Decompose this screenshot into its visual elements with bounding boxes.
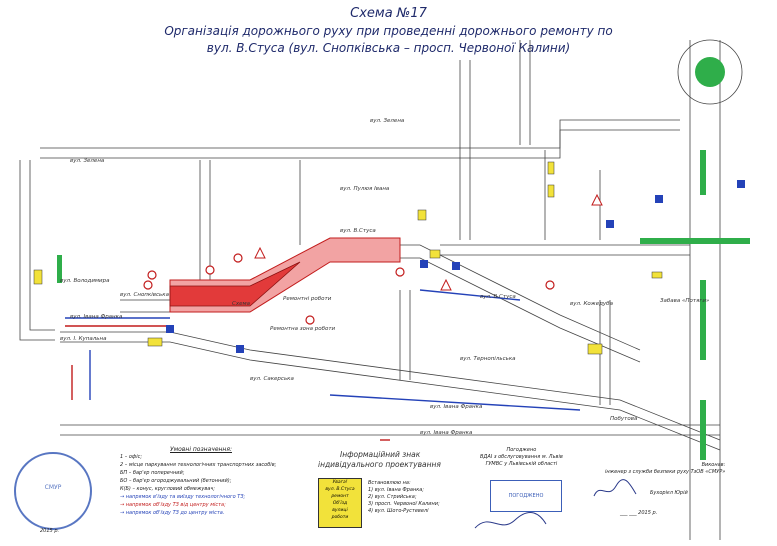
road-left-2	[29, 160, 55, 331]
repair-zone-dark	[169, 261, 301, 307]
sign-line: ремонт	[331, 494, 349, 499]
road-franka	[60, 331, 721, 441]
road-zelena	[40, 119, 680, 149]
label-repair: Ремонтні роботи	[283, 296, 332, 302]
road-zelena-2	[40, 129, 680, 159]
executor-date: ___ ___ 2015 р.	[620, 510, 658, 516]
roundabout-outer	[677, 39, 743, 105]
approval-stamp-text: ПОГОДЖЕНО	[508, 493, 544, 499]
approval-stamp: ПОГОДЖЕНО	[490, 480, 562, 512]
legend-item: 2 – місце паркування технологічних транс…	[120, 462, 277, 468]
sign-line: вулиці	[332, 508, 348, 513]
legend-heading: Умовні позначення:	[170, 446, 232, 453]
info-place: 2) вул. Стрийська;	[368, 494, 417, 500]
label-pulyuya: вул. Пулюя Івана	[340, 186, 390, 192]
info-place: 1) вул. Івана Франка;	[368, 487, 424, 493]
company-stamp: СМУР	[14, 452, 92, 530]
approval-line: ГУМВС у Львівській області	[485, 461, 558, 467]
approval-block: Погоджено ВДАІ з обслуговування м. Львів…	[480, 447, 563, 468]
legend-item: БО – бар'єр огороджувальний (бетонний);	[120, 478, 232, 484]
label-snopkivska: вул. Снопківська	[120, 292, 170, 298]
scheme-subtitle-2: вул. В.Стуса (вул. Снопківська – просп. …	[206, 41, 571, 55]
info-heading: Інформаційний знак	[340, 450, 421, 459]
green-medians	[57, 150, 750, 460]
sign-line: вул. В.Стуса	[325, 487, 355, 492]
label-volodymyra: вул. Володимира	[60, 278, 110, 284]
label-scheme: Схема	[232, 301, 251, 307]
detour-blue	[65, 289, 581, 411]
road-signs	[33, 161, 745, 355]
info-place: 4) вул. Шото-Рустевелі	[368, 508, 429, 514]
label-zelena: вул. Зелена	[70, 158, 105, 164]
label-sayt: вул. Сакерська	[250, 376, 295, 382]
label-pobutova: Побутова	[610, 416, 638, 422]
sign-line: Увага!	[332, 480, 348, 485]
label-ternopilska: вул. Тернопільська	[460, 356, 516, 362]
scheme-subtitle: Організація дорожнього руху при проведен…	[164, 24, 613, 38]
label-stusa: вул. В.Стуса	[340, 228, 376, 234]
label-franka: вул. Івана Франка	[70, 314, 123, 320]
info-sign: Увага! вул. В.Стуса ремонт Об'їзд вулиці…	[318, 478, 362, 528]
stamp-text: СМУР	[44, 484, 62, 491]
label-franka-3: вул. Івана Франка	[420, 430, 473, 436]
approval-signature	[474, 511, 547, 529]
sign-line: роботи	[331, 515, 349, 520]
label-franka-2: вул. Івана Франка	[430, 404, 483, 410]
legend: Умовні позначення: 1 – офіс; 2 – місце п…	[120, 446, 320, 517]
legend-item: К(Б) – конус, кругловий обмежувач;	[120, 486, 215, 492]
info-installed: Встановлюю на:	[368, 480, 411, 486]
road-left	[19, 160, 55, 341]
legend-item: 1 – офіс;	[120, 454, 143, 460]
info-heading-2: індивідуального проектування	[318, 460, 441, 469]
executor-block: Виконав: інженер з служби безпеки руху Т…	[605, 462, 725, 476]
label-stusa-2: вул. В.Стуса	[480, 294, 516, 300]
approval-line: ВДАІ з обслуговування м. Львів	[480, 454, 563, 460]
label-zabava: Забава «Потяги»	[660, 298, 710, 304]
executor-name: Бухорієл Юрій	[650, 490, 688, 496]
executor-line: Виконав:	[701, 462, 726, 468]
sign-line: Об'їзд	[332, 501, 348, 506]
legend-item: → напрямок об'їзду ТЗ від центру міста;	[120, 502, 226, 508]
legend-item: БП – бар'єр поперечний;	[120, 470, 185, 476]
info-place: 3) просп. Червоної Калини;	[368, 501, 440, 507]
road-franka-2	[60, 341, 721, 451]
stamp-date: 2015 р.	[40, 528, 60, 534]
detour-red	[65, 325, 390, 441]
legend-item: → напрямок об'їзду ТЗ до центру міста.	[120, 510, 225, 516]
approval-line: Погоджено	[506, 447, 537, 453]
executor-line: інженер з служби безпеки руху ТзОВ «СМУР…	[605, 469, 726, 475]
label-kupalna: вул. І. Купальна	[60, 336, 107, 342]
label-workzone: Ремонтна зона роботи	[270, 326, 336, 332]
info-places: Встановлюю на: 1) вул. Івана Франка; 2) …	[368, 480, 440, 515]
scheme-title: Схема №17	[350, 6, 427, 21]
legend-item: → напрямок в'їзду та виїзду технологічно…	[120, 494, 246, 500]
roundabout-green	[695, 57, 725, 87]
executor-signature	[593, 479, 637, 497]
label-kozhedub: вул. Кожедуба	[570, 301, 614, 307]
label-zelena-2: вул. Зелена	[370, 118, 405, 124]
